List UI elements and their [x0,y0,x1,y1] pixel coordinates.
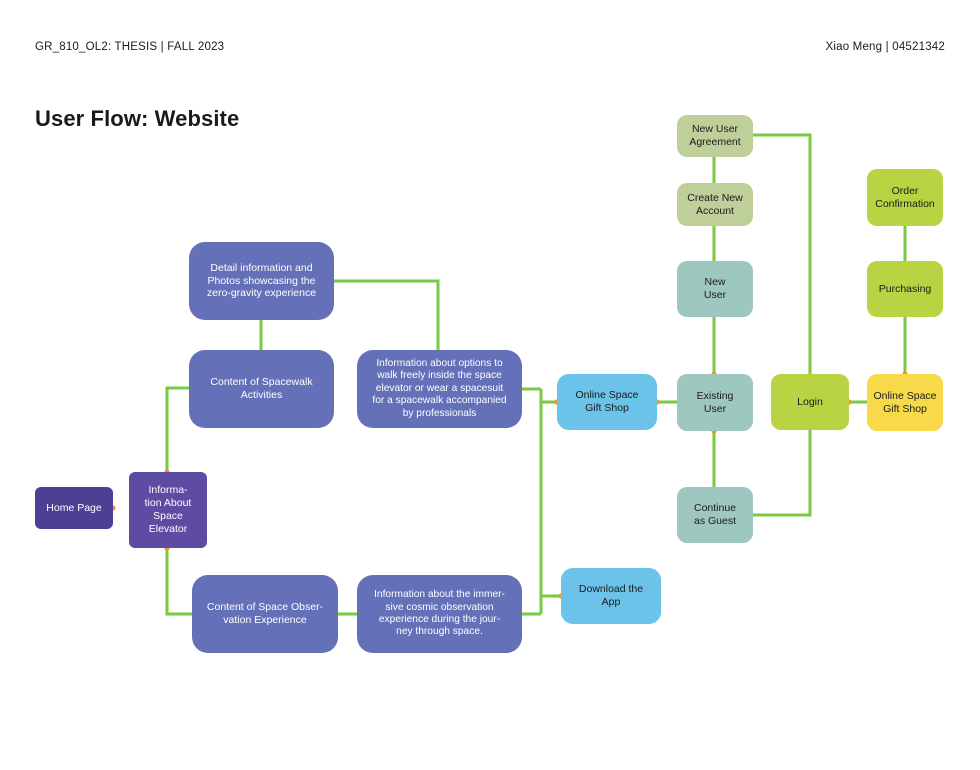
node-existing-user: Existing User [677,374,753,431]
header-course-info: GR_810_OL2: THESIS | FALL 2023 [35,41,225,53]
node-new-user-agreement: New User Agreement [677,115,753,157]
node-online-gift-shop-yellow: Online Space Gift Shop [867,374,943,431]
node-space-observation-content: Content of Space Obser- vation Experienc… [192,575,338,653]
node-login: Login [771,374,849,430]
connector [753,133,812,374]
node-download-app: Download the App [561,568,661,624]
node-info-about-space-elevator: Informa- tion About Space Elevator [129,472,207,548]
connector [333,279,440,350]
node-walk-options-info: Information about options to walk freely… [357,350,522,428]
node-create-new-account: Create New Account [677,183,753,226]
connector [753,430,812,517]
node-spacewalk-content: Content of Spacewalk Activities [189,350,334,428]
node-detail-information: Detail information and Photos showcasing… [189,242,334,320]
connector [165,548,192,616]
node-cosmic-observation-info: Information about the immer- sive cosmic… [357,575,522,653]
header-author-info: Xiao Meng | 04521342 [825,41,945,53]
node-home-page: Home Page [35,487,113,529]
node-new-user: New User [677,261,753,317]
node-continue-as-guest: Continue as Guest [677,487,753,543]
node-order-confirmation: Order Confirmation [867,169,943,226]
connector [165,386,189,472]
node-purchasing: Purchasing [867,261,943,317]
node-online-gift-shop: Online Space Gift Shop [557,374,657,430]
page-title: User Flow: Website [35,106,240,131]
